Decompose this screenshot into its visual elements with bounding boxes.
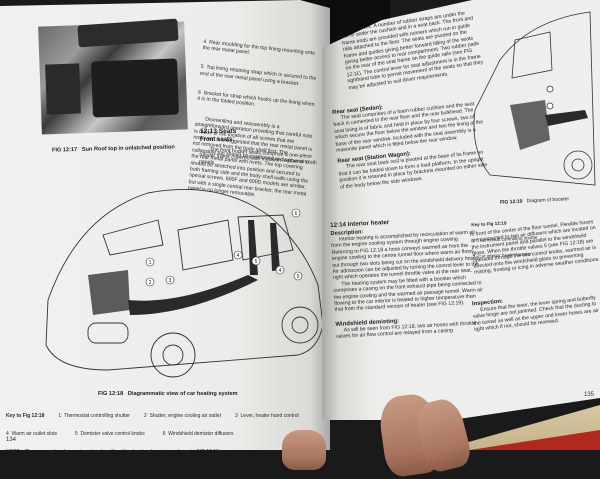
callout-2: 2 — [149, 280, 152, 286]
fig-label: FIG 12:17 — [51, 146, 78, 154]
callout-5: 5 — [255, 259, 258, 265]
fig-label: FIG 12:18 — [98, 391, 124, 397]
rear-seat-section: Rear seat (Sedan): The seat comprises of… — [332, 94, 490, 190]
subheading-front-seats: Front seats: — [200, 137, 235, 143]
list-item: 4 Rear moulding for the top lining mount… — [202, 38, 317, 57]
page-number-right: 135 — [584, 392, 595, 398]
key-item: 2 Shutter, engine cooling air outlet — [143, 413, 221, 419]
fig-text: Sun Roof top in unlatched position — [81, 144, 175, 153]
key-fig-12-18: Key to Fig 12:18 1 Thermostat controllin… — [6, 401, 324, 450]
fig-text: Diagram of booster — [526, 196, 570, 205]
description-text: Interior heating is accomplished by reci… — [331, 229, 482, 282]
key-title: Key to Fig 12:18 — [6, 413, 45, 419]
fig-12-18-caption: FIG 12:18 Diagrammatic view of car heati… — [98, 391, 238, 397]
heating-system-diagram: 1 2 3 4 5 4 5 6 — [45, 189, 324, 378]
finger — [282, 430, 326, 470]
booster-diagram — [473, 11, 596, 186]
car-side-window — [45, 63, 81, 115]
list-item: 5 Top lining retaining strap which is se… — [199, 64, 318, 88]
callout-3: 3 — [169, 278, 172, 284]
callout-4: 4 — [237, 253, 240, 259]
callout-1: 1 — [149, 260, 152, 266]
key-item: 6 Windshield demister diffusers — [162, 431, 234, 437]
key-item: 5 Demister valve control knobs — [74, 431, 145, 437]
list-item: 6 Bracket for strap which hooks up the l… — [197, 89, 317, 109]
booster-text: The heating system may be fitted with a … — [333, 274, 485, 314]
fig-12-19-caption: FIG 12:19 Diagram of booster — [500, 196, 569, 206]
callout-4b: 4 — [279, 268, 282, 274]
section-heading-seats: 12:13 Seats — [200, 128, 237, 135]
callout-5b: 5 — [297, 274, 300, 280]
right-page: the seat back. A number of rubber straps… — [322, 0, 600, 420]
fig-text: Diagrammatic view of car heating system — [127, 391, 238, 397]
callout-6: 6 — [295, 211, 298, 217]
key-item: 1 Thermostat controlling shutter — [58, 413, 130, 419]
key-item: 3 Lever, heater hand control — [234, 413, 299, 419]
car-rear-window — [91, 58, 179, 118]
page-number-left: 134 — [6, 437, 17, 443]
fig-label: FIG 12:19 — [499, 198, 523, 206]
left-page: FIG 12:17 Sun Roof top in unlatched posi… — [0, 0, 330, 450]
interior-heater-section: 12:14 Interior heater Description: Inter… — [330, 214, 486, 340]
key-item: 4 Warm air outlet slots — [6, 431, 57, 437]
fig-12-17-caption: FIG 12:17 Sun Roof top in unlatched posi… — [52, 144, 175, 153]
